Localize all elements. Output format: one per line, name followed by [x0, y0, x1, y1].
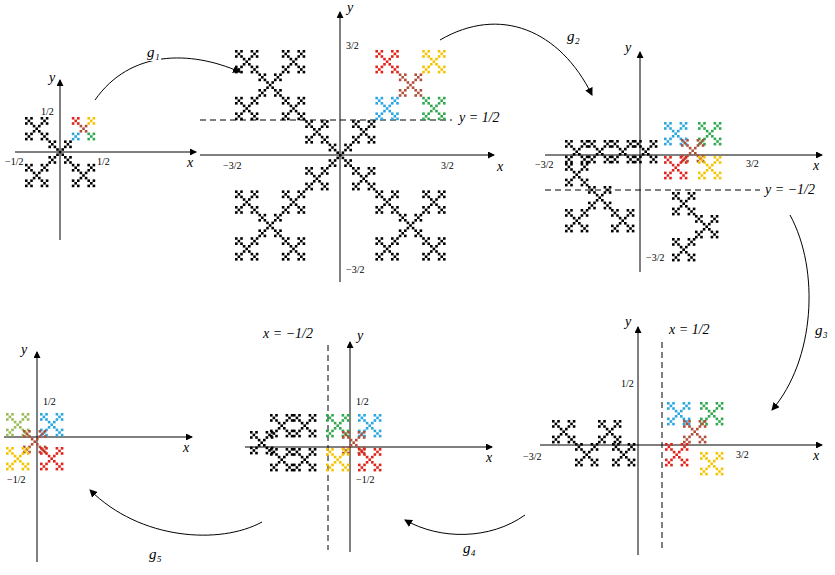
tick-label: 1/2: [355, 396, 370, 407]
map-label: g₂: [566, 28, 581, 45]
line-label: y = 1/2: [458, 110, 501, 125]
tick-label: 3/2: [345, 40, 360, 51]
axis-label: y: [624, 314, 632, 329]
tick-label: −1/2: [4, 156, 24, 167]
axis-label: y: [346, 0, 354, 15]
axis-label: x: [485, 450, 493, 465]
tick-label: −3/2: [645, 252, 665, 263]
tick-label: 1/2: [620, 378, 635, 389]
tick-label: −3/2: [534, 159, 554, 170]
tick-label: 1/2: [42, 396, 57, 407]
line-label: y = −1/2: [764, 182, 816, 197]
tick-label: 1/2: [40, 106, 55, 117]
axis-label: y: [20, 342, 28, 357]
tick-label: −1/2: [6, 474, 26, 485]
axis-label: x: [182, 440, 190, 455]
tick-label: −3/2: [522, 451, 542, 462]
map-label: g₃: [814, 322, 829, 339]
tick-label: −3/2: [222, 160, 242, 171]
tick-label: −1/2: [355, 474, 375, 485]
axis-label: y: [624, 40, 632, 55]
tick-label: 3/2: [735, 449, 750, 460]
line-label: x = 1/2: [668, 322, 711, 337]
tick-label: 1/2: [96, 156, 111, 167]
line-label: x = −1/2: [262, 326, 314, 341]
tick-label: 3/2: [440, 160, 455, 171]
axis-label: y: [48, 70, 56, 85]
axis-label: x: [496, 159, 504, 174]
map-label: g₁: [146, 44, 161, 61]
axis-label: x: [812, 158, 820, 173]
map-label: g₄: [462, 540, 477, 557]
axis-label: y: [356, 328, 364, 343]
axis-label: x: [186, 155, 194, 170]
map-label: g₅: [148, 546, 163, 563]
tick-label: −3/2: [345, 264, 365, 275]
axis-label: x: [812, 448, 820, 463]
tick-label: 3/2: [745, 158, 760, 169]
